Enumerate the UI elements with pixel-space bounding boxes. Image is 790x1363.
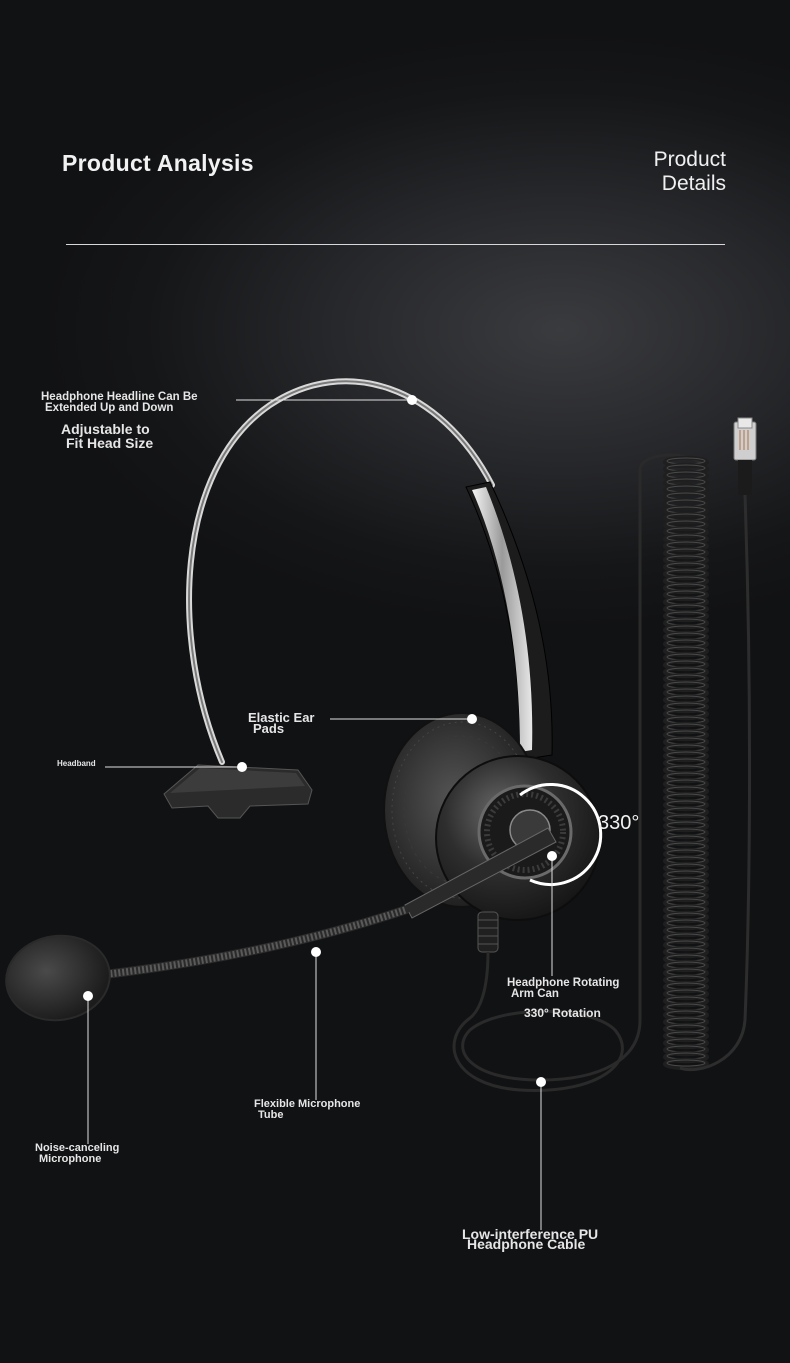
label-ear-pads-line-2: Pads	[253, 721, 285, 736]
label-cable: Low-interference PU Headphone Cable	[462, 1226, 599, 1252]
label-headband: Headband	[57, 759, 96, 768]
label-rotating-arm: Headphone Rotating Arm Can	[507, 977, 620, 1000]
page-subtitle: Product Details	[526, 148, 726, 196]
marker-dot-microphone	[83, 991, 93, 1001]
temple-pad	[163, 764, 313, 819]
rotation-arc	[519, 783, 603, 886]
marker-dot-headline	[407, 395, 417, 405]
cable-loop	[452, 453, 707, 1092]
label-rotating-arm-line-2: Arm Can	[511, 988, 559, 1000]
plug-cable	[679, 494, 752, 1072]
headband-arc	[186, 378, 495, 765]
ear-cup	[435, 755, 601, 921]
label-microphone-line-2: Microphone	[39, 1153, 102, 1165]
microphone-boom	[95, 827, 557, 980]
leader-lines	[87, 399, 553, 1230]
label-microphone-line-1: Noise-canceling	[35, 1142, 120, 1154]
label-adjustable-line-2: Fit Head Size	[66, 435, 154, 451]
subtitle-line-2: Details	[661, 172, 726, 195]
rotation-degree-label: 330°	[598, 812, 640, 834]
label-mic-tube: Flexible Microphone Tube	[254, 1099, 360, 1121]
microphone-foam	[5, 934, 111, 1022]
label-rotating-arm-line-1: Headphone Rotating	[507, 977, 620, 989]
label-microphone: Noise-canceling Microphone	[35, 1143, 119, 1165]
cable-strain-relief	[477, 911, 499, 953]
label-adjustable: Adjustable to Fit Head Size	[61, 422, 153, 450]
header-divider	[66, 244, 725, 245]
label-cable-line-1: Low-interference PU	[462, 1226, 599, 1242]
marker-dot-cable	[536, 1077, 546, 1087]
subtitle-line-1: Product	[653, 148, 726, 171]
marker-dot-rotating-arm	[547, 851, 557, 861]
label-adjustable-line-1: Adjustable to	[61, 421, 150, 437]
marker-dot-ear-pad	[467, 714, 477, 724]
label-headline-line-1: Headphone Headline Can Be	[41, 391, 198, 403]
label-rotation: 330° Rotation	[524, 1006, 601, 1020]
marker-dot-mic-tube	[311, 947, 321, 957]
rj-plug	[733, 417, 757, 495]
coiled-cable	[663, 455, 709, 1071]
label-ear-pads: Elastic Ear Pads	[248, 710, 315, 736]
label-mic-tube-line-2: Tube	[258, 1109, 284, 1121]
label-headline-line-2: Extended Up and Down	[45, 402, 174, 414]
page-title: Product Analysis	[62, 150, 254, 176]
headband-slider	[465, 481, 553, 761]
label-headline: Headphone Headline Can Be Extended Up an…	[41, 391, 198, 414]
label-ear-pads-line-1: Elastic Ear	[248, 710, 315, 725]
marker-dot-headband	[237, 762, 247, 772]
label-mic-tube-line-1: Flexible Microphone	[254, 1098, 361, 1110]
label-cable-line-2: Headphone Cable	[467, 1236, 586, 1252]
